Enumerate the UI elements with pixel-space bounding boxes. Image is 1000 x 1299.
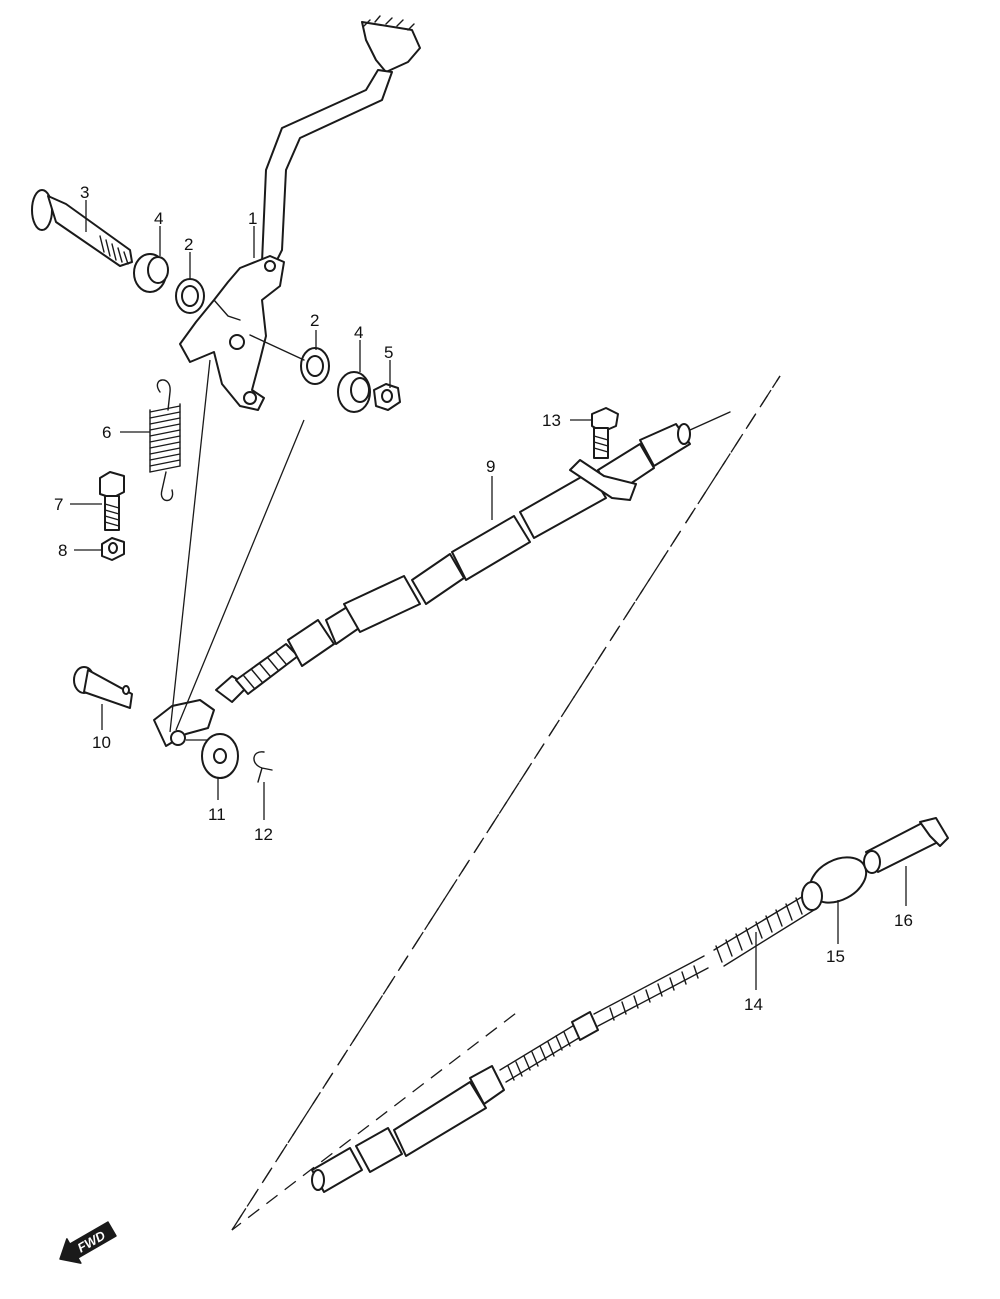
callout-leaders	[70, 200, 907, 990]
cable-clevis	[153, 699, 215, 747]
pedal-bush-upper	[133, 253, 169, 293]
callout-part-12: 12	[254, 825, 273, 844]
clevis-pin	[73, 666, 133, 709]
cable-spring	[713, 891, 815, 967]
callout-part-4-upper: 4	[154, 209, 163, 228]
cable-collar	[801, 856, 868, 911]
callouts: 1 2 2 3 4 4 5 6 7 8 9 10 11 12 13 14 15 …	[54, 183, 913, 1014]
callout-part-13: 13	[542, 411, 561, 430]
cotter-pin	[253, 751, 273, 783]
assembly-outline	[231, 375, 781, 1231]
nut-5	[373, 383, 401, 411]
oil-seal-lower	[249, 334, 330, 385]
callout-part-11: 11	[208, 805, 226, 824]
callout-part-4-lower: 4	[354, 323, 363, 342]
callout-part-9: 9	[486, 457, 495, 476]
callout-part-7: 7	[54, 495, 63, 514]
callout-part-1: 1	[248, 209, 257, 228]
bolt-7	[99, 471, 125, 531]
assembly-lines	[169, 359, 305, 733]
callout-part-2-lower: 2	[310, 311, 319, 330]
return-spring	[149, 379, 181, 502]
rear-brake-cable	[311, 955, 709, 1193]
callout-part-10: 10	[92, 733, 111, 752]
brake-cable	[215, 411, 731, 703]
callout-part-15: 15	[826, 947, 845, 966]
callout-part-6: 6	[102, 423, 111, 442]
callout-part-3: 3	[80, 183, 89, 202]
callout-part-14: 14	[744, 995, 763, 1014]
callout-part-8: 8	[58, 541, 67, 560]
forward-arrow-icon: FWD	[59, 1221, 117, 1264]
nut-8	[101, 537, 125, 561]
pivot-bolt	[31, 189, 133, 267]
callout-part-5: 5	[384, 343, 393, 362]
cable-joint	[863, 817, 949, 874]
oil-seal-upper	[175, 278, 205, 314]
brake-pedal	[179, 15, 421, 411]
bolt-13	[591, 407, 619, 459]
callout-part-16: 16	[894, 911, 913, 930]
callout-part-2-upper: 2	[184, 235, 193, 254]
washer-11	[201, 733, 239, 779]
pedal-bush-lower	[337, 371, 371, 413]
